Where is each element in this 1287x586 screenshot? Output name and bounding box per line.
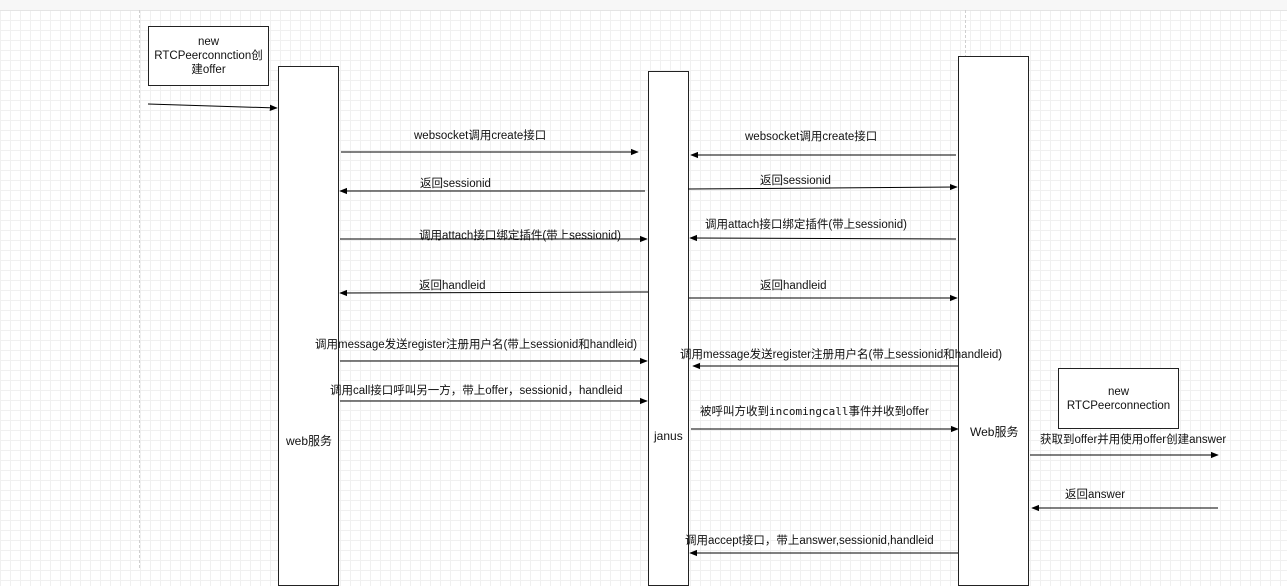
msg-create-right[interactable]: websocket调用create接口 bbox=[745, 131, 878, 143]
msg-return-sessionid-right[interactable]: 返回sessionid bbox=[760, 175, 831, 187]
msg-attach-right[interactable]: 调用attach接口绑定插件(带上sessionid) bbox=[705, 219, 907, 231]
arrow-m6 bbox=[689, 234, 957, 242]
lifeline-web-service[interactable] bbox=[278, 66, 339, 586]
msg-return-sessionid-left[interactable]: 返回sessionid bbox=[420, 178, 491, 190]
arrow-m4 bbox=[687, 183, 958, 191]
msg-incomingcall-post: 事件并收到offer bbox=[848, 406, 929, 418]
msg-return-handleid-left[interactable]: 返回handleid bbox=[419, 280, 486, 292]
canvas-top-bar bbox=[0, 0, 1287, 11]
msg-register-right[interactable]: 调用message发送register注册用户名(带上sessionid和han… bbox=[680, 349, 1003, 361]
lifeline-label-web-2: Web服务 bbox=[970, 423, 1019, 440]
lifeline-label-janus: janus bbox=[654, 429, 683, 443]
note-create-offer[interactable]: new RTCPeerconnction创建offer bbox=[148, 26, 269, 86]
lifeline-web-service-2[interactable] bbox=[958, 56, 1029, 586]
lifeline-label-web: web服务 bbox=[286, 432, 333, 449]
msg-call[interactable]: 调用call接口呼叫另一方，带上offer，sessionid，handleid bbox=[330, 385, 623, 397]
msg-return-answer[interactable]: 返回answer bbox=[1065, 489, 1126, 501]
msg-incomingcall-code: incomingcall bbox=[769, 405, 849, 418]
arrow-start bbox=[147, 103, 278, 111]
msg-attach-left[interactable]: 调用attach接口绑定插件(带上sessionid) bbox=[419, 230, 621, 242]
arrow-m7 bbox=[339, 289, 649, 297]
message-arrows bbox=[147, 103, 1219, 557]
msg-return-handleid-right[interactable]: 返回handleid bbox=[760, 280, 827, 292]
msg-incomingcall-pre: 被呼叫方收到 bbox=[700, 406, 769, 418]
msg-accept[interactable]: 调用accept接口，带上answer,sessionid,handleid bbox=[685, 535, 934, 547]
msg-incomingcall[interactable]: 被呼叫方收到incomingcall事件并收到offer bbox=[700, 405, 929, 419]
lifeline-janus[interactable] bbox=[648, 71, 689, 586]
page-guide-line bbox=[139, 10, 140, 568]
note-create-peerconnection[interactable]: new RTCPeerconnection bbox=[1058, 368, 1179, 429]
msg-create-left[interactable]: websocket调用create接口 bbox=[414, 130, 547, 142]
msg-register-left[interactable]: 调用message发送register注册用户名(带上sessionid和han… bbox=[315, 339, 638, 351]
msg-create-answer[interactable]: 获取到offer并用使用offer创建answer bbox=[1040, 434, 1227, 446]
